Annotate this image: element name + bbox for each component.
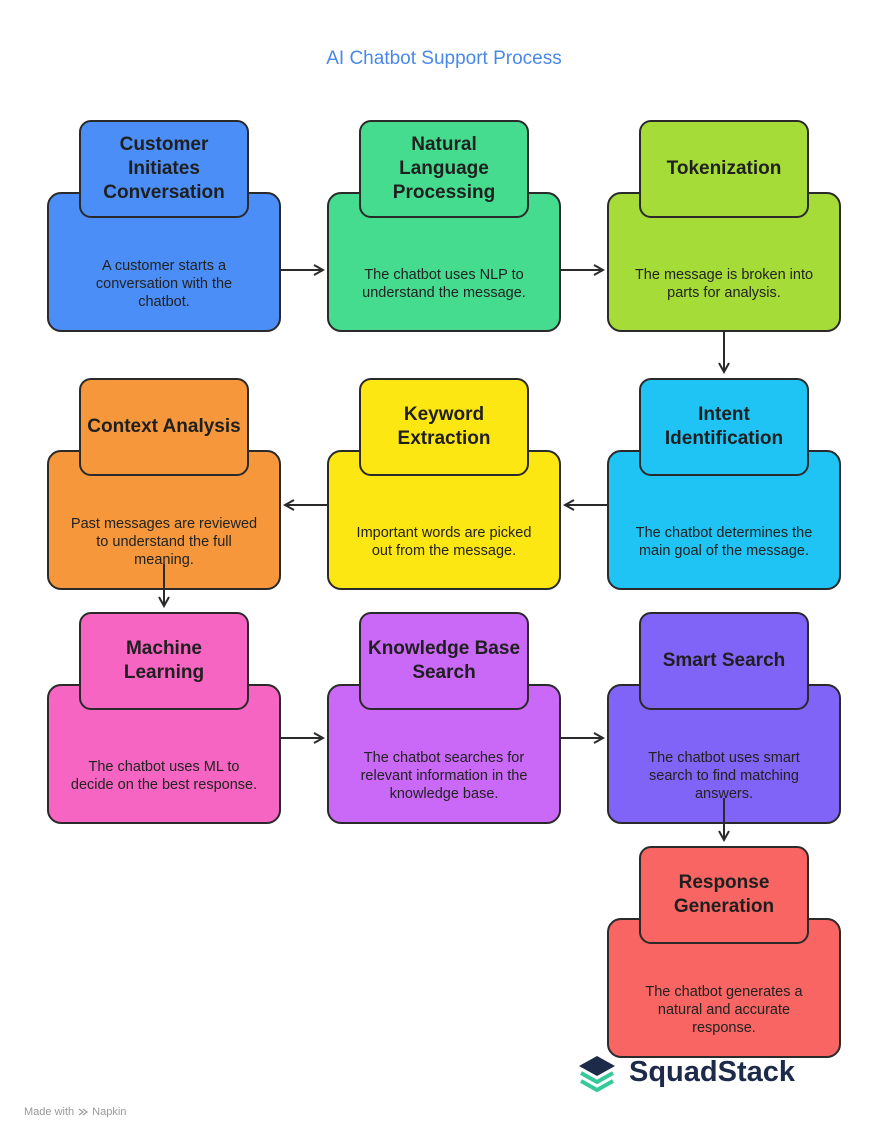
step-header: Keyword Extraction bbox=[359, 378, 529, 476]
step-title: Keyword Extraction bbox=[397, 404, 491, 449]
step-title: Customer Initiates Conversation bbox=[103, 134, 225, 203]
step-header: Intent Identification bbox=[639, 378, 809, 476]
step-description: The chatbot uses smart search to find ma… bbox=[648, 750, 800, 802]
step-header: Natural Language Processing bbox=[359, 120, 529, 218]
step-title: Context Analysis bbox=[87, 416, 241, 437]
step-header: Customer Initiates Conversation bbox=[79, 120, 249, 218]
step-nlp: Natural Language Processing The chatbot … bbox=[327, 120, 561, 332]
step-description: A customer starts a conversation with th… bbox=[95, 258, 233, 310]
step-title: Response Generation bbox=[673, 872, 775, 917]
stack-layers-icon bbox=[579, 1056, 615, 1092]
logo-text: SquadStack bbox=[629, 1056, 795, 1088]
step-title: Knowledge Base Search bbox=[367, 638, 521, 683]
napkin-icon bbox=[78, 1108, 89, 1116]
step-title: Machine Learning bbox=[123, 638, 205, 683]
step-title: Smart Search bbox=[662, 650, 786, 671]
step-response-generation: Response Generation The chatbot generate… bbox=[607, 846, 841, 1058]
step-description: The chatbot determines the main goal of … bbox=[635, 525, 813, 559]
step-header: Machine Learning bbox=[79, 612, 249, 710]
step-description: The chatbot uses NLP to understand the m… bbox=[362, 267, 526, 301]
step-keyword-extraction: Keyword Extraction Important words are p… bbox=[327, 378, 561, 590]
step-smart-search: Smart Search The chatbot uses smart sear… bbox=[607, 612, 841, 824]
step-title: Tokenization bbox=[666, 158, 782, 179]
step-title: Natural Language Processing bbox=[392, 134, 496, 203]
made-with-napkin: Made with Napkin bbox=[24, 1106, 126, 1118]
step-description: The chatbot searches for relevant inform… bbox=[360, 750, 528, 802]
step-header: Knowledge Base Search bbox=[359, 612, 529, 710]
made-with-label: Made with bbox=[24, 1106, 75, 1118]
step-tokenization: Tokenization The message is broken into … bbox=[607, 120, 841, 332]
step-header: Context Analysis bbox=[79, 378, 249, 476]
diagram-title: AI Chatbot Support Process bbox=[326, 48, 562, 69]
step-description: The chatbot uses ML to decide on the bes… bbox=[70, 759, 258, 793]
step-title: Intent Identification bbox=[664, 404, 784, 449]
step-machine-learning: Machine Learning The chatbot uses ML to … bbox=[47, 612, 281, 824]
squadstack-logo: SquadStack bbox=[577, 1052, 807, 1096]
step-header: Tokenization bbox=[639, 120, 809, 218]
napkin-brand: Napkin bbox=[92, 1106, 127, 1118]
step-description: Important words are picked out from the … bbox=[356, 525, 532, 559]
step-intent-identification: Intent Identification The chatbot determ… bbox=[607, 378, 841, 590]
step-header: Smart Search bbox=[639, 612, 809, 710]
step-knowledge-base-search: Knowledge Base Search The chatbot search… bbox=[327, 612, 561, 824]
step-description: The message is broken into parts for ana… bbox=[634, 267, 814, 301]
step-description: The chatbot generates a natural and accu… bbox=[645, 984, 803, 1036]
step-description: Past messages are reviewed to understand… bbox=[70, 516, 258, 568]
step-header: Response Generation bbox=[639, 846, 809, 944]
step-customer-initiates: Customer Initiates Conversation A custom… bbox=[47, 120, 281, 332]
